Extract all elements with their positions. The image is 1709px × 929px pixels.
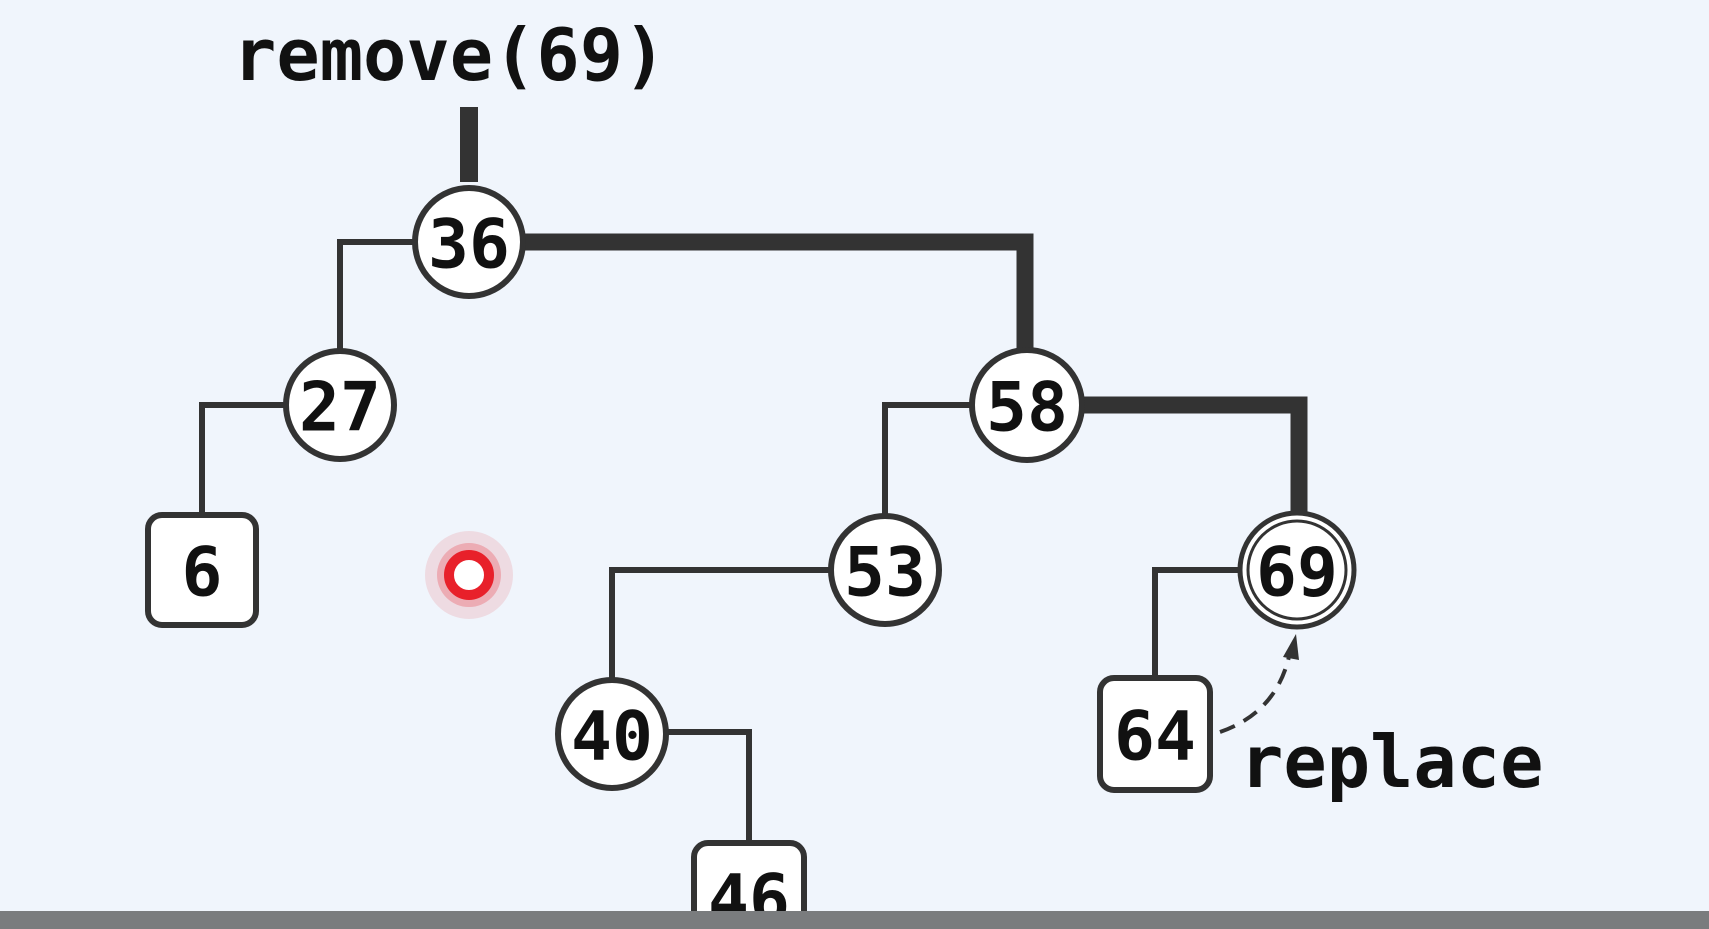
- replace-annotation: replace: [1240, 720, 1543, 804]
- nodes-layer: 36 27 6 58 53 69 40 64: [145, 185, 1357, 929]
- edge-27-6: [199, 402, 285, 515]
- node-69-label: 69: [1256, 534, 1338, 613]
- node-6-label: 6: [182, 534, 223, 613]
- edge-58-53: [882, 402, 975, 517]
- edges-layer: [199, 233, 1308, 843]
- node-40[interactable]: 40: [555, 677, 669, 791]
- node-36-label: 36: [428, 206, 510, 285]
- bottom-subtitle-bar: [0, 911, 1709, 929]
- node-64-label: 64: [1114, 698, 1196, 777]
- edge-53-40: [609, 567, 830, 680]
- node-40-label: 40: [571, 698, 653, 777]
- node-58[interactable]: 58: [969, 347, 1085, 463]
- edge-36-27: [337, 239, 415, 355]
- cursor-target-icon: [425, 531, 513, 619]
- diagram-title: remove(69): [233, 13, 666, 97]
- node-6[interactable]: 6: [145, 512, 259, 628]
- node-64[interactable]: 64: [1097, 675, 1213, 793]
- edge-69-64: [1152, 567, 1245, 678]
- node-69[interactable]: 69: [1237, 510, 1357, 630]
- edge-58-69: [1080, 396, 1308, 515]
- node-27[interactable]: 27: [283, 348, 397, 462]
- node-58-label: 58: [986, 369, 1068, 448]
- node-53-label: 53: [844, 534, 926, 613]
- edge-40-46: [666, 729, 752, 843]
- node-53[interactable]: 53: [828, 513, 942, 627]
- edge-36-58: [523, 233, 1034, 355]
- replace-arrow: [1219, 634, 1299, 734]
- node-36[interactable]: 36: [412, 185, 526, 299]
- node-27-label: 27: [299, 369, 381, 448]
